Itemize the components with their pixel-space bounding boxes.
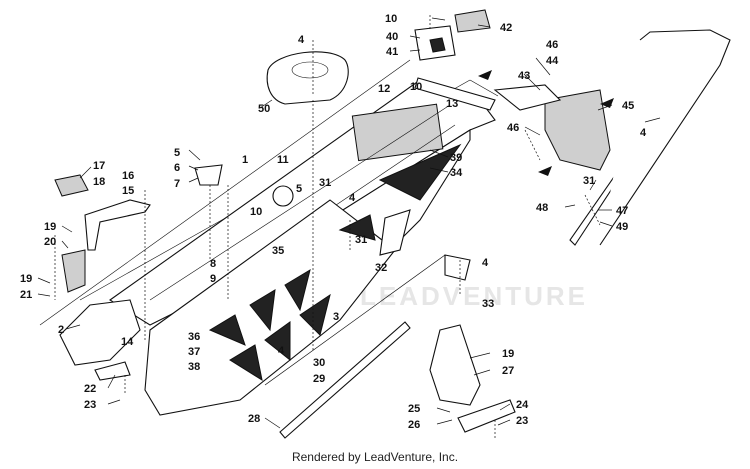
callout-5: 5 [296,183,302,195]
callout-1: 1 [242,154,248,166]
callout-27: 27 [502,365,514,377]
callout-35: 35 [272,245,284,257]
callout-19: 19 [20,273,32,285]
callout-4: 4 [298,34,305,46]
rear-flap-45 [544,89,611,171]
callout-5: 5 [174,147,180,159]
callout-19: 19 [502,348,514,360]
bracket-13 [414,77,496,111]
callout-28: 28 [248,413,260,425]
callout-12: 12 [378,83,390,95]
step-24 [457,399,516,433]
assembly-lines [54,15,601,440]
callout-17: 17 [93,160,105,172]
callout-22: 22 [84,383,96,395]
callout-49: 49 [616,221,628,233]
callout-33: 33 [482,298,494,310]
callout-10: 10 [250,206,262,218]
callout-24: 24 [516,399,529,411]
callout-42: 42 [500,22,512,34]
callout-31: 31 [319,177,331,189]
callout-29: 29 [313,373,325,385]
callout-18: 18 [93,176,105,188]
bracket-18 [84,199,151,251]
footer-credit: Rendered by LeadVenture, Inc. [291,450,459,464]
bracket-7 [194,164,223,186]
step-22 [94,361,131,381]
callout-31: 31 [355,234,367,246]
arrow-marker [478,70,492,80]
callout-41: 41 [386,46,398,58]
callout-4: 4 [349,192,356,204]
callout-25: 25 [408,403,420,415]
rail-28 [279,321,411,439]
callout-10: 10 [385,13,397,25]
callout-10: 10 [410,81,422,93]
callout-46: 46 [546,39,558,51]
callout-34: 34 [450,167,463,179]
callout-11: 11 [277,154,289,166]
callout-36: 36 [188,331,200,343]
callout-9: 9 [210,273,216,285]
callout-30: 30 [313,357,325,369]
heat-exchanger-panel [351,103,444,162]
callout-48: 48 [536,202,548,214]
bracket-33 [444,254,471,281]
callout-31: 31 [583,175,595,187]
callout-16: 16 [122,170,134,182]
guard-20 [61,249,86,293]
watermark: LEADVENTURE [360,281,588,311]
callout-21: 21 [20,289,32,301]
front-frame-left [59,299,141,366]
callout-labels: 10 42 40 41 46 44 43 4 50 12 10 13 45 46… [20,13,647,431]
callout-38: 38 [188,361,200,373]
callout-44: 44 [546,55,559,67]
bracket-42 [454,9,491,33]
callout-32: 32 [375,262,387,274]
callout-23: 23 [84,399,96,411]
side-rail-left [144,143,462,416]
callout-19: 19 [44,221,56,233]
callout-46: 46 [507,122,519,134]
callout-50: 50 [258,103,270,115]
arrow-marker [600,98,614,108]
grommet-5 [272,185,294,207]
callout-23: 23 [516,415,528,427]
callout-2: 2 [58,324,64,336]
callout-15: 15 [122,185,134,197]
callout-47: 47 [616,205,628,217]
callout-26: 26 [408,419,420,431]
callout-43: 43 [518,70,530,82]
callout-14: 14 [121,336,134,348]
callout-4: 4 [482,257,489,269]
callout-20: 20 [44,236,56,248]
callout-13: 13 [446,98,458,110]
arrow-marker [538,166,552,176]
callout-4: 4 [278,345,285,357]
callout-8: 8 [210,258,216,270]
cover-17 [54,174,89,197]
callout-7: 7 [174,178,180,190]
callout-39: 39 [450,152,462,164]
callout-37: 37 [188,346,200,358]
callout-3: 3 [333,311,339,323]
callout-6: 6 [174,162,180,174]
callout-40: 40 [386,31,398,43]
callout-45: 45 [622,100,634,112]
footrest-27 [429,324,481,406]
callout-4: 4 [640,127,647,139]
bracket-32 [379,209,411,256]
leader-lines [37,17,661,429]
